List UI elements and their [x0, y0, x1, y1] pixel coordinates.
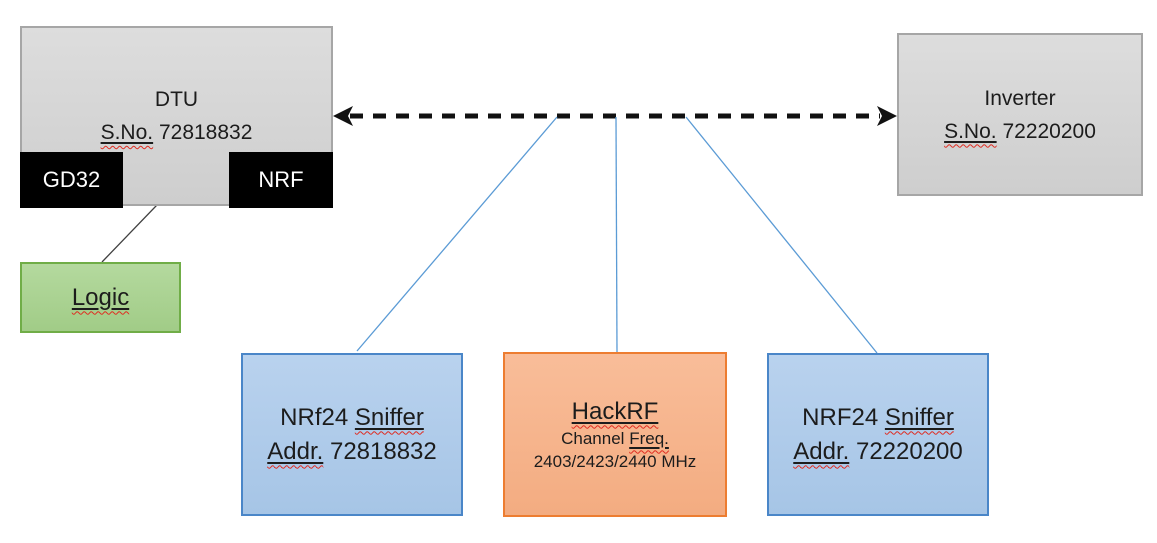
hackrf-freq-marked-underline: Freq. [629, 429, 669, 448]
sniffer-left-addr-number: 72818832 [329, 437, 437, 465]
sniffer-right-marked-underline: Sniffer [885, 404, 954, 431]
dashed-arrowhead-right [877, 106, 897, 126]
sniffer-left-marked-underline: Sniffer [355, 404, 424, 431]
logic-box: Logic [20, 262, 181, 333]
sniffer-left-marked: Sniffer [354, 403, 424, 431]
sniffer-right-name: NRF24 [802, 403, 879, 431]
sniffer-left-title-line: NRf24 Sniffer [280, 401, 424, 435]
dtu-serial-label: S.No. [100, 121, 154, 144]
inverter-serial-line: S.No. 72220200 [944, 115, 1096, 148]
gd32-box: GD32 [20, 152, 123, 208]
hackrf-title-underline: HackRF [572, 398, 659, 425]
sniffer-right-addr-label-underline: Addr. [793, 438, 849, 465]
hackrf-freq-marked: Freq. [629, 428, 669, 448]
hackrf-box: HackRF Channel Freq. 2403/2423/2440 MHz [503, 352, 727, 517]
inverter-serial-label-underline: S.No. [944, 120, 997, 143]
sniffer-left-name: NRf24 [280, 403, 349, 431]
sniffer-left-addr-label: Addr. [267, 437, 324, 465]
sniffer-right-addr-label: Addr. [793, 437, 850, 465]
dtu-serial-line: S.No. 72818832 [101, 116, 253, 149]
hackrf-frequencies: 2403/2423/2440 MHz [533, 451, 697, 471]
sniffer-left-box: NRf24 Sniffer Addr. 72818832 [241, 353, 463, 516]
sniffer-left-addr-label-underline: Addr. [267, 438, 323, 465]
dashed-arrowhead-left [333, 106, 353, 126]
sniffer-right-connector-line [685, 116, 878, 354]
nrf-label: NRF [258, 167, 304, 192]
sniffer-right-addr-number: 72220200 [855, 437, 963, 465]
sniffer-right-box: NRF24 Sniffer Addr. 72220200 [767, 353, 989, 516]
inverter-serial-label: S.No. [944, 119, 997, 143]
logic-label: Logic [71, 283, 130, 311]
hackrf-freq-line: Channel Freq. [561, 427, 669, 450]
sniffer-right-marked: Sniffer [884, 403, 954, 431]
dtu-serial-label-underline: S.No. [101, 121, 154, 144]
hackrf-connector-line [615, 116, 618, 353]
dtu-title: DTU [154, 88, 199, 111]
hackrf-title: HackRF [571, 397, 659, 425]
logic-label-underline: Logic [72, 284, 129, 312]
sniffer-right-addr-line: Addr. 72220200 [793, 435, 963, 469]
hackrf-freq-label: Channel [561, 428, 625, 448]
hackrf-title-line: HackRF [572, 397, 659, 427]
inverter-title: Inverter [984, 86, 1056, 110]
inverter-box: Inverter S.No. 72220200 [897, 33, 1143, 196]
sniffer-right-title-line: NRF24 Sniffer [802, 401, 954, 435]
inverter-serial-number: 72220200 [1002, 119, 1096, 143]
nrf-box: NRF [229, 152, 333, 208]
dtu-serial-number: 72818832 [158, 121, 253, 144]
gd32-label: GD32 [42, 167, 101, 192]
sniffer-left-addr-line: Addr. 72818832 [267, 435, 437, 469]
sniffer-left-connector-line [356, 116, 558, 352]
